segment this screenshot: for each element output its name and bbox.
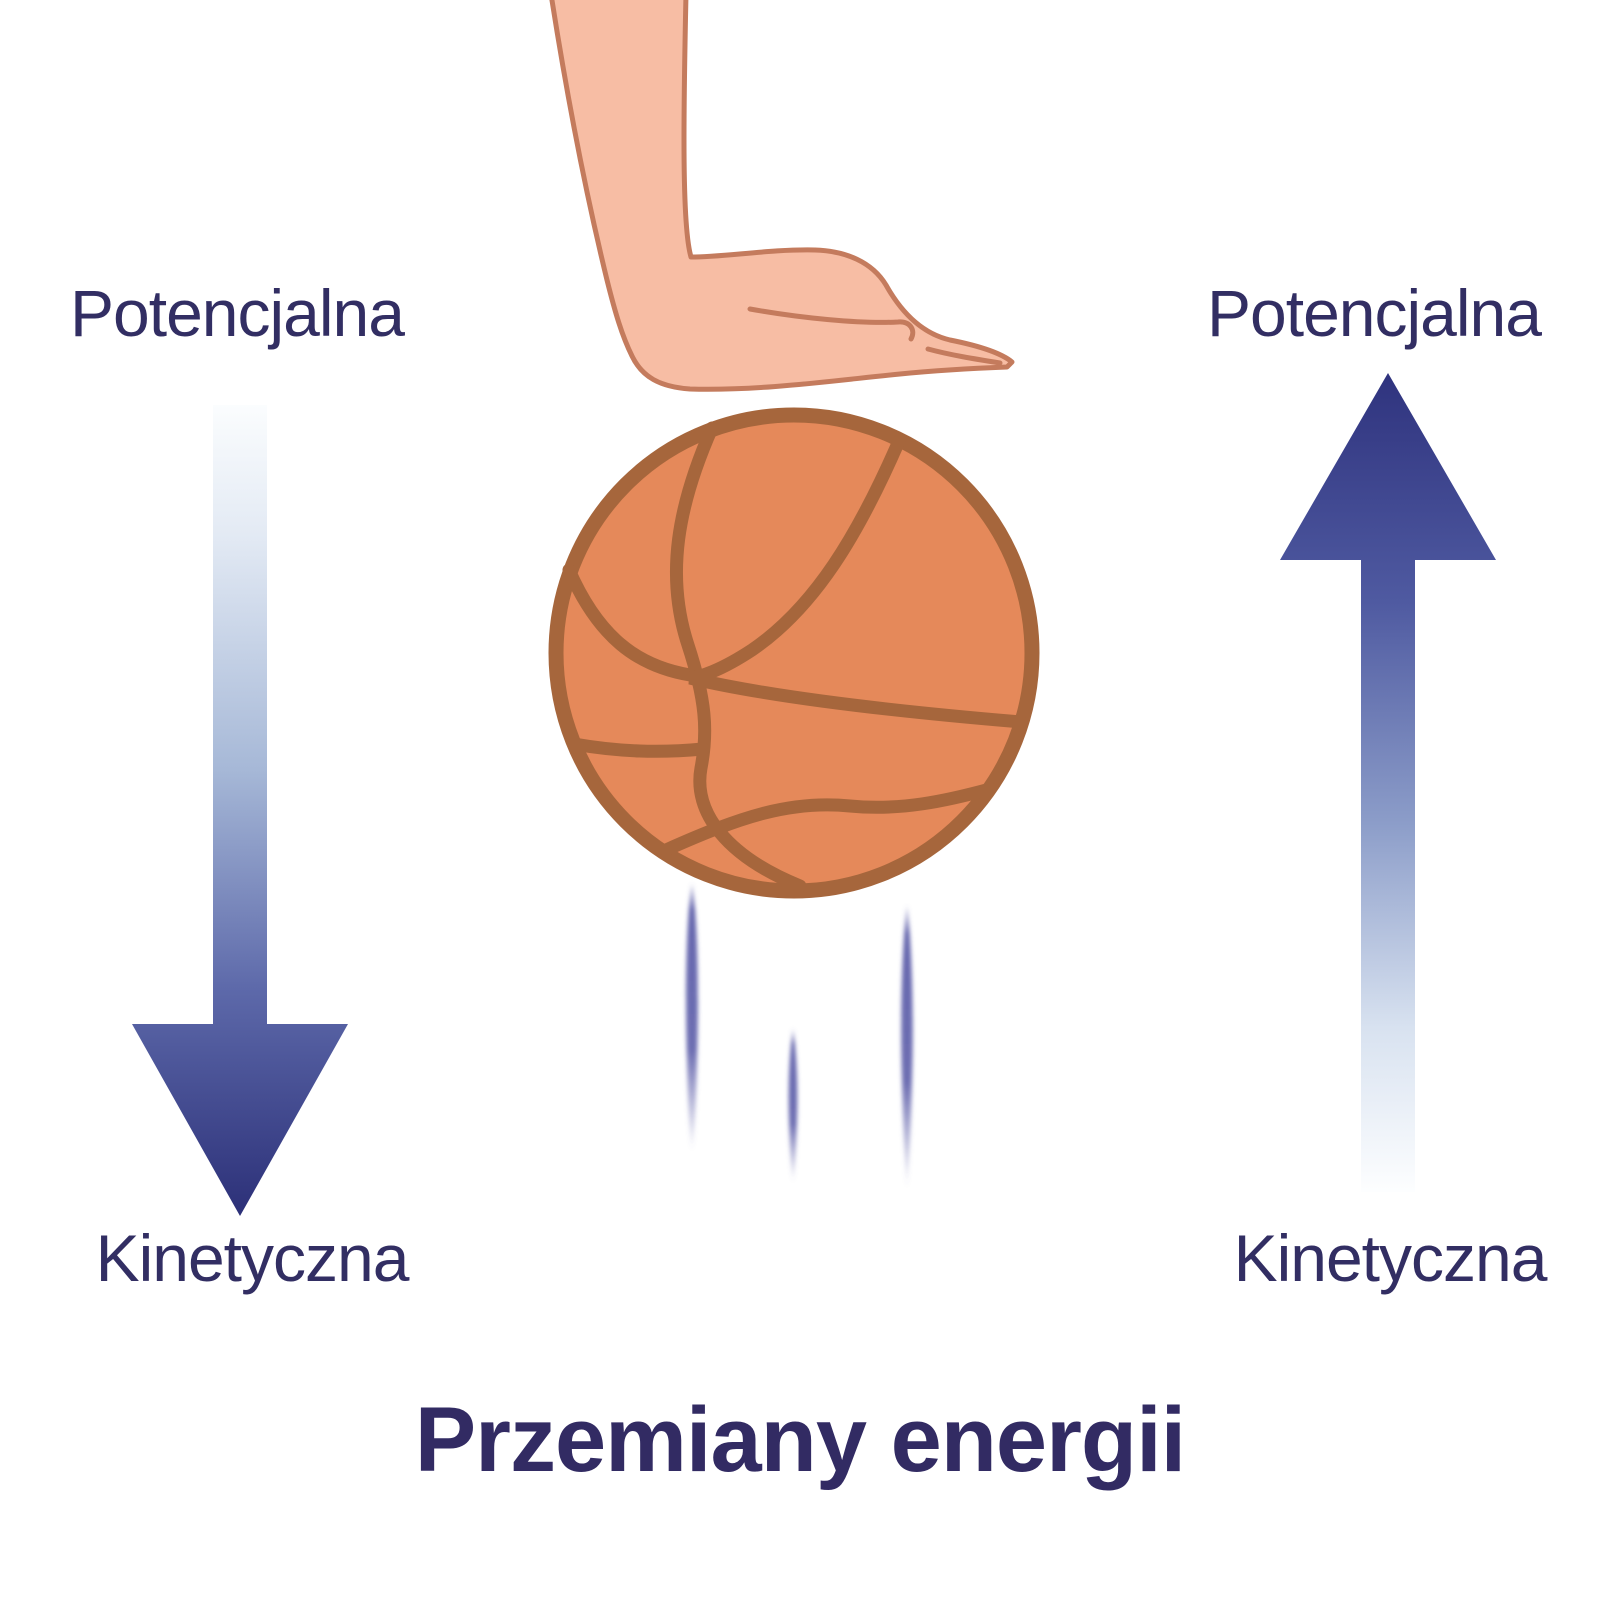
ball-seam-left-horizontal (567, 737, 710, 758)
diagram-title: Przemiany energii (414, 1389, 1186, 1491)
ball-seam-left-arc (562, 563, 697, 682)
motion-line-middle (788, 1028, 798, 1183)
hand-icon (549, 0, 1015, 392)
label-potential-right: Potencjalna (1207, 276, 1542, 350)
basketball-icon (548, 407, 1040, 899)
up-arrow (1280, 373, 1496, 1192)
label-kinetic-right: Kinetyczna (1233, 1221, 1548, 1295)
motion-lines (686, 883, 913, 1190)
label-kinetic-left: Kinetyczna (95, 1221, 410, 1295)
label-potential-left: Potencjalna (70, 276, 405, 350)
motion-line-left (686, 883, 698, 1152)
motion-line-right (901, 905, 913, 1190)
hand-outline (549, 0, 1015, 392)
down-arrow (132, 405, 348, 1216)
finger-crease-line (925, 346, 1003, 366)
ball-seam-bottom-wave (659, 782, 997, 857)
ball-seam-diagonal (688, 434, 1028, 729)
palm-crease-line (747, 306, 916, 342)
